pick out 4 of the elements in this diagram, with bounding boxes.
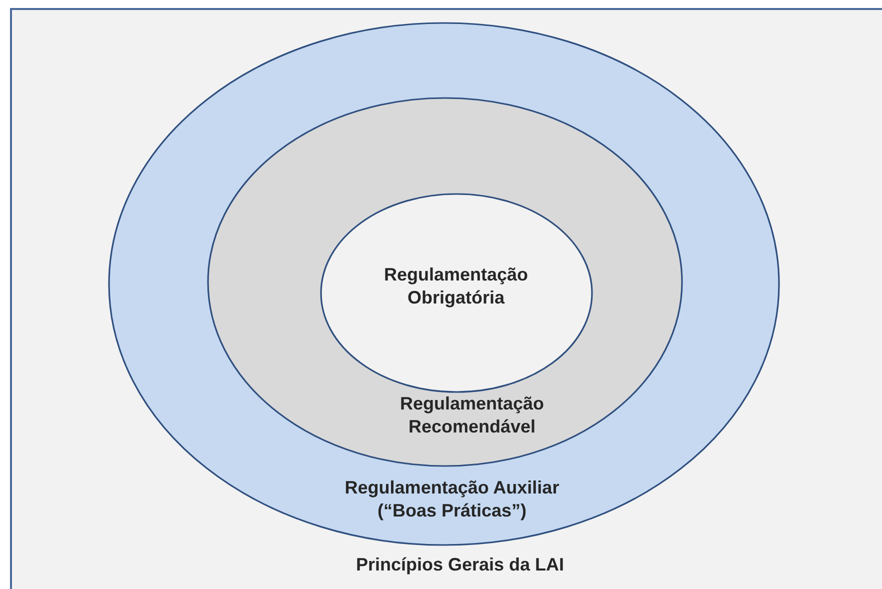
layer-label: Regulamentação Obrigatória xyxy=(382,264,530,310)
layer-label: Regulamentação Auxiliar (“Boas Práticas”) xyxy=(344,476,560,523)
layer-label: Regulamentação Recomendável xyxy=(398,392,546,439)
layer-label: Princípios Gerais da LAI xyxy=(354,553,566,576)
